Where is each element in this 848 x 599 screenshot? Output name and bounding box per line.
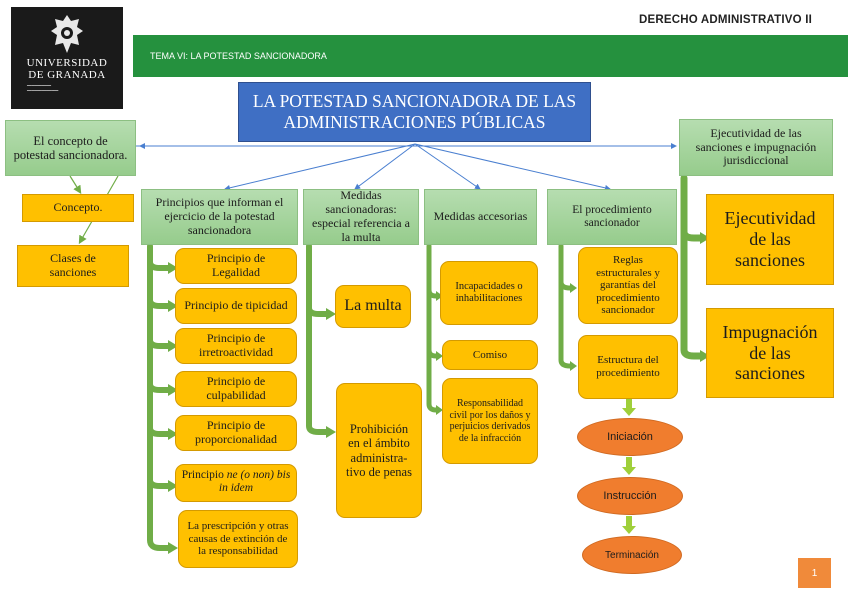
principle-word: Principio xyxy=(181,469,224,481)
main-title: LA POTESTAD SANCIONADORA DE LAS ADMINIST… xyxy=(238,82,591,142)
estructura-box: Estructura del procedimiento xyxy=(578,335,678,399)
topic-banner: TEMA VI: LA POTESTAD SANCIONADORA xyxy=(133,35,848,77)
university-name-line2: DE GRANADA xyxy=(28,69,106,81)
accesorias-header: Medidas accesorias xyxy=(424,189,537,245)
reglas-box: Reglas estructurales y garantías del pro… xyxy=(578,247,678,324)
prohibicion-box: Prohibición en el ámbito administra-tivo… xyxy=(336,383,422,518)
concept-header: El concepto de potestad sancionadora. xyxy=(5,120,136,176)
phase-terminacion: Terminación xyxy=(582,536,682,574)
crest-icon xyxy=(51,15,83,53)
accesoria-responsabilidad: Responsabilidad civil por los daños y pe… xyxy=(442,378,538,464)
principle-legalidad: Principio de Legalidad xyxy=(175,248,297,284)
course-title: DERECHO ADMINISTRATIVO II xyxy=(638,14,812,26)
principle-culpabilidad: Principio de culpabilidad xyxy=(175,371,297,407)
principle-tipicidad: Principio de tipicidad xyxy=(175,288,297,324)
ne-bis-in-idem-text: ne (o non) bis in idem xyxy=(218,469,291,495)
university-name-line1: UNIVERSIDAD xyxy=(26,57,108,69)
concepto-box: Concepto. xyxy=(22,194,134,222)
logo-fine-print: ━━━━━━━━━━━━━━━━━━━━━━━ xyxy=(27,83,59,93)
clases-box: Clases de sanciones xyxy=(17,245,129,287)
principle-proporcionalidad: Principio de proporcionalidad xyxy=(175,415,297,451)
university-logo: UNIVERSIDAD DE GRANADA ━━━━━━━━━━━━━━━━━… xyxy=(11,7,123,109)
phase-instruccion: Instrucción xyxy=(577,477,683,515)
procedimiento-header: El procedimiento sancionador xyxy=(547,189,677,245)
topic-label: TEMA VI: LA POTESTAD SANCIONADORA xyxy=(150,51,327,61)
principles-header: Principios que informan el ejercicio de … xyxy=(141,189,298,245)
ejecutividad-box: Ejecutividad de las sanciones xyxy=(706,194,834,285)
phase-iniciacion: Iniciación xyxy=(577,418,683,456)
accesoria-comiso: Comiso xyxy=(442,340,538,370)
principle-ne-bis-in-idem: Principio ne (o non) bis in idem xyxy=(175,464,297,502)
principle-prescripcion: La prescripción y otras causas de extinc… xyxy=(178,510,298,568)
principle-irretroactividad: Principio de irretroactividad xyxy=(175,328,297,364)
accesoria-incapacidades: Incapacidades o inhabilitaciones xyxy=(440,261,538,325)
ejecutividad-header: Ejecutividad de las sanciones e impugnac… xyxy=(679,119,833,176)
medidas-header: Medidas sancionadoras: especial referenc… xyxy=(303,189,419,245)
multa-box: La multa xyxy=(335,285,411,328)
page-number: 1 xyxy=(798,558,831,588)
impugnacion-box: Impugnación de las sanciones xyxy=(706,308,834,398)
